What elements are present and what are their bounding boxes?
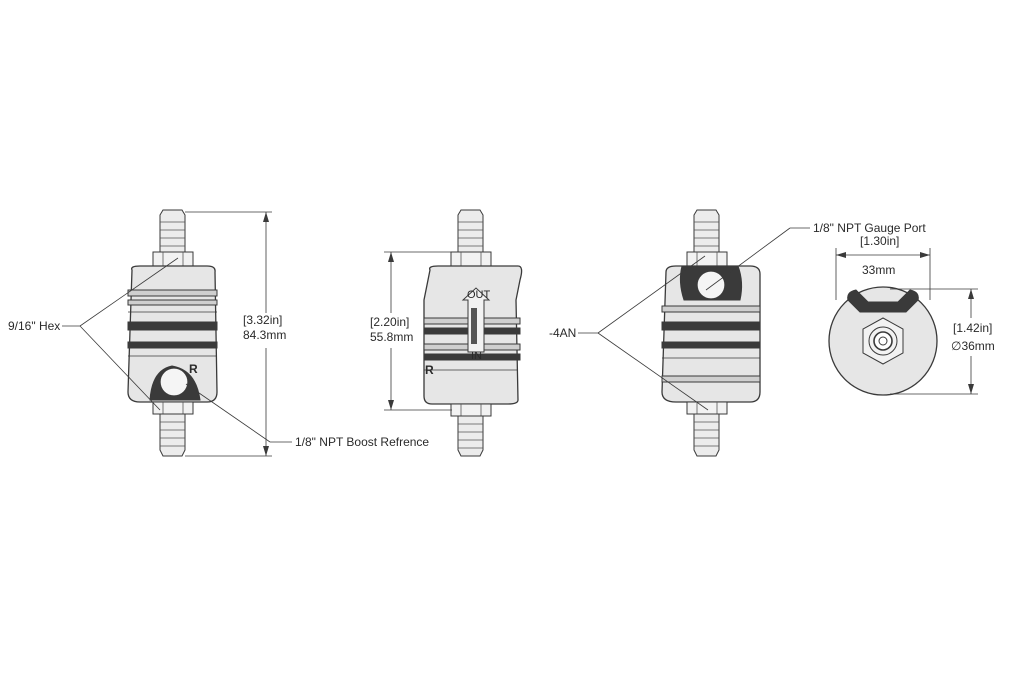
bottom-an-fitting xyxy=(693,413,720,457)
boost-port xyxy=(159,367,189,397)
bottom-an-fitting xyxy=(457,415,484,457)
view-front-boost-side: R xyxy=(127,209,218,457)
gauge-port xyxy=(696,270,726,300)
flow-in-label: IN xyxy=(471,350,482,362)
bottom-hex-nut xyxy=(152,401,194,415)
hex-width-in: [1.30in] xyxy=(860,234,899,248)
body-height-in: [2.20in] xyxy=(370,315,409,329)
body-height-mm: 55.8mm xyxy=(370,330,413,344)
callout-an-fitting: -4AN xyxy=(549,255,709,411)
hex-width-mm: 33mm xyxy=(862,263,895,277)
body-groove xyxy=(127,289,218,297)
top-hex-nut xyxy=(686,251,728,267)
bottom-hex-nut xyxy=(686,401,728,415)
body-groove xyxy=(127,321,218,331)
dim-body-diameter: [1.42in] ∅36mm xyxy=(890,288,995,395)
body-groove xyxy=(661,305,761,313)
body-groove xyxy=(423,353,521,361)
end-view-port-recess xyxy=(847,289,919,313)
body-groove xyxy=(127,341,218,349)
label-gauge-port: 1/8" NPT Gauge Port xyxy=(813,221,926,235)
view-side-flow: R OUT IN xyxy=(423,209,523,457)
top-hex-nut xyxy=(450,251,492,267)
dim-hex-width: [1.30in] 33mm xyxy=(835,234,931,300)
top-hex-nut xyxy=(152,251,194,267)
port-letter-r-side: R xyxy=(425,363,434,377)
dim-body-height: [2.20in] 55.8mm xyxy=(370,251,452,411)
body-groove xyxy=(661,341,761,349)
view-front-gauge-side xyxy=(661,209,761,457)
callout-gauge-port: 1/8" NPT Gauge Port xyxy=(705,221,926,291)
label-an-fitting: -4AN xyxy=(549,326,576,340)
dim-overall-height: [3.32in] 84.3mm xyxy=(185,211,286,457)
callout-boost-ref: 1/8" NPT Boost Refrence xyxy=(185,383,429,449)
bottom-hex-nut xyxy=(450,403,492,417)
port-letter-r: R xyxy=(189,362,198,376)
callout-hex: 9/16" Hex xyxy=(8,257,179,411)
body-diameter-mm: ∅36mm xyxy=(951,339,995,353)
bottom-an-fitting xyxy=(159,413,186,457)
label-hex: 9/16" Hex xyxy=(8,319,60,333)
label-boost-ref: 1/8" NPT Boost Refrence xyxy=(295,435,429,449)
flow-label-plate xyxy=(471,308,477,344)
flow-out-label: OUT xyxy=(467,289,491,301)
body-diameter-in: [1.42in] xyxy=(953,321,992,335)
overall-height-mm: 84.3mm xyxy=(243,328,286,342)
body-groove xyxy=(127,299,218,306)
body-groove xyxy=(661,375,761,383)
body-groove xyxy=(661,321,761,331)
view-end xyxy=(828,286,938,396)
overall-height-in: [3.32in] xyxy=(243,313,282,327)
